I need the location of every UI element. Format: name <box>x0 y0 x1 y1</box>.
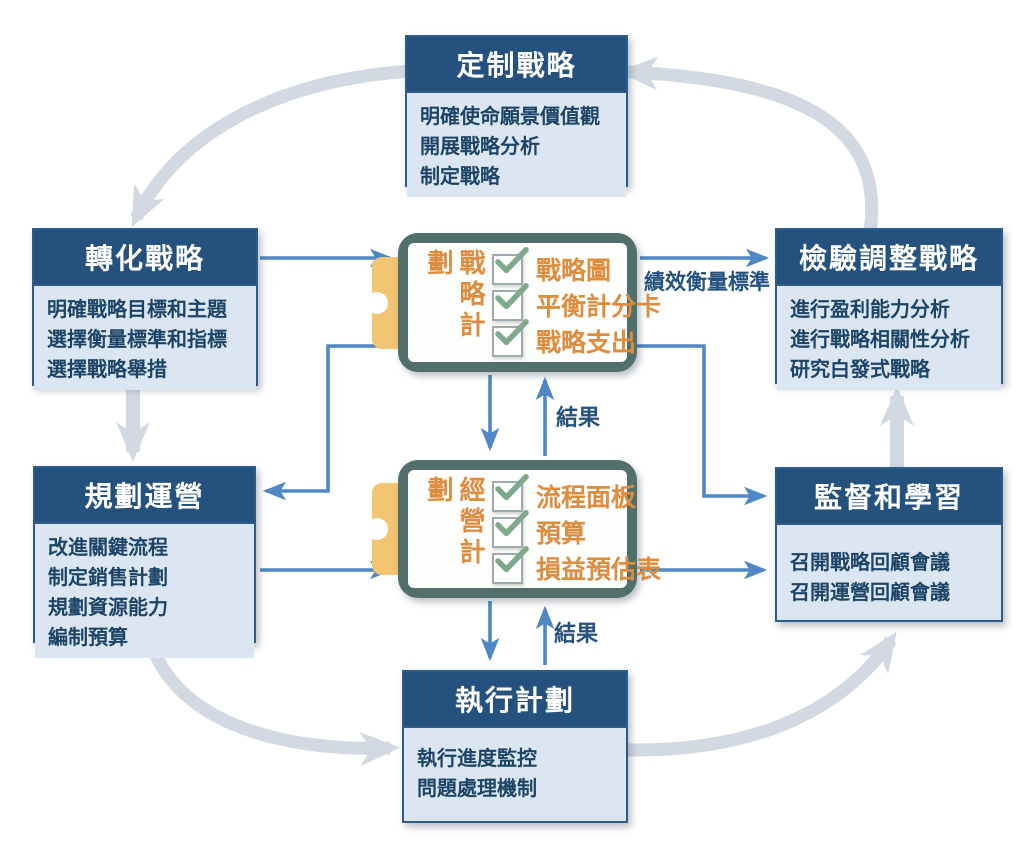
box-item: 明確戰略目標和主題 <box>47 297 227 321</box>
box-item: 明確使命願景價值觀 <box>420 104 600 128</box>
box-item: 選擇衡量標準和指標 <box>47 327 227 351</box>
checklist-label: 戰略支出 <box>536 328 637 357</box>
check-icon <box>495 473 529 500</box>
box-monitor-learn: 監督和學習 召開戰略回顧會議 召開運營回顧會議 <box>775 467 1003 622</box>
box-item: 改進關鍵流程 <box>48 535 168 559</box>
results-label-bottom: 結果 <box>554 622 599 647</box>
box-item: 執行進度監控 <box>417 746 537 770</box>
box-plan-operations: 規劃運營 改進關鍵流程 制定銷售計劃 規劃資源能力 編制預算 <box>33 466 256 658</box>
checklist-label: 預算 <box>536 519 587 548</box>
box-item: 召開戰略回顧會議 <box>790 550 950 574</box>
clipboard-frame: 經營計劃 流程面板 預算 <box>398 460 661 598</box>
box-item: 召開運營回顧會議 <box>790 580 950 604</box>
checkbox-icon <box>492 509 529 548</box>
clipboard-operating-plan-title: 經營計劃 <box>423 476 485 569</box>
clipboard-strategic-plan: 戰略計劃 戰略圖 平衡計分卡 <box>372 233 661 372</box>
checklist-label: 流程面板 <box>536 483 637 512</box>
box-execute-plan-title: 執行計劃 <box>404 672 626 726</box>
checkbox-icon <box>492 318 529 357</box>
box-monitor-learn-title: 監督和學習 <box>777 469 1001 523</box>
cycle-arrow-define-to-translate <box>130 63 431 227</box>
box-item: 規劃資源能力 <box>48 595 168 619</box>
clipboard-operating-plan: 經營計劃 流程面板 預算 <box>372 460 661 598</box>
checkbox-icon <box>492 545 529 584</box>
check-icon <box>495 246 529 273</box>
checklist-item: 平衡計分卡 <box>492 282 662 323</box>
checklist-item: 流程面板 <box>492 473 661 514</box>
box-item: 進行戰略相關性分析 <box>790 327 970 351</box>
checklist-item: 戰略支出 <box>492 318 661 359</box>
checkbox-icon <box>492 473 529 512</box>
box-item: 制定戰略 <box>420 164 500 188</box>
checklist-item: 預算 <box>492 509 661 550</box>
checklist-item: 戰略圖 <box>492 246 661 287</box>
box-item: 選擇戰略舉措 <box>47 357 167 381</box>
checklist-item: 損益預估表 <box>492 545 662 586</box>
box-define-strategy-title: 定制戰略 <box>407 37 626 91</box>
box-item: 開展戰略分析 <box>420 134 540 158</box>
box-item: 問題處理機制 <box>417 776 537 800</box>
clipboard-strategic-plan-title: 戰略計劃 <box>423 249 485 342</box>
connector-strategic-plan-to-monitor <box>636 344 768 506</box>
box-translate-strategy: 轉化戰略 明確戰略目標和主題 選擇衡量標準和指標 選擇戰略舉措 <box>32 228 258 390</box>
check-icon <box>495 545 529 572</box>
box-translate-strategy-title: 轉化戰略 <box>34 230 256 284</box>
check-icon <box>495 509 529 536</box>
box-plan-operations-title: 規劃運營 <box>35 468 254 522</box>
box-define-strategy: 定制戰略 明確使命願景價值觀 開展戰略分析 制定戰略 <box>405 35 628 197</box>
box-execute-plan: 執行計劃 執行進度監控 問題處理機制 <box>402 670 628 823</box>
checklist-label: 平衡計分卡 <box>536 292 662 321</box>
cycle-arrow-plan-to-execute <box>143 637 400 767</box>
checkbox-icon <box>492 282 529 321</box>
box-item: 制定銷售計劃 <box>48 565 168 589</box>
box-item: 編制預算 <box>48 625 128 649</box>
cycle-arrow-execute-to-monitor <box>627 631 897 757</box>
check-icon <box>495 318 529 345</box>
cycle-arrow-test-to-define <box>618 56 879 233</box>
connector-strategic-plan-to-plan-operations <box>262 344 402 501</box>
performance-measures-label: 績效衡量標準 <box>644 270 770 294</box>
box-test-adapt-strategy-title: 檢驗調整戰略 <box>777 230 1001 284</box>
checklist-label: 戰略圖 <box>536 256 612 285</box>
checklist-label: 損益預估表 <box>536 555 662 584</box>
clipboard-frame: 戰略計劃 戰略圖 平衡計分卡 <box>398 233 661 372</box>
box-item: 進行盈利能力分析 <box>790 297 950 321</box>
results-label-top: 結果 <box>556 406 601 431</box>
box-test-adapt-strategy: 檢驗調整戰略 進行盈利能力分析 進行戰略相關性分析 研究白發式戰略 <box>775 228 1003 390</box>
check-icon <box>495 282 529 309</box>
checkbox-icon <box>492 246 529 285</box>
box-item: 研究白發式戰略 <box>790 357 930 381</box>
